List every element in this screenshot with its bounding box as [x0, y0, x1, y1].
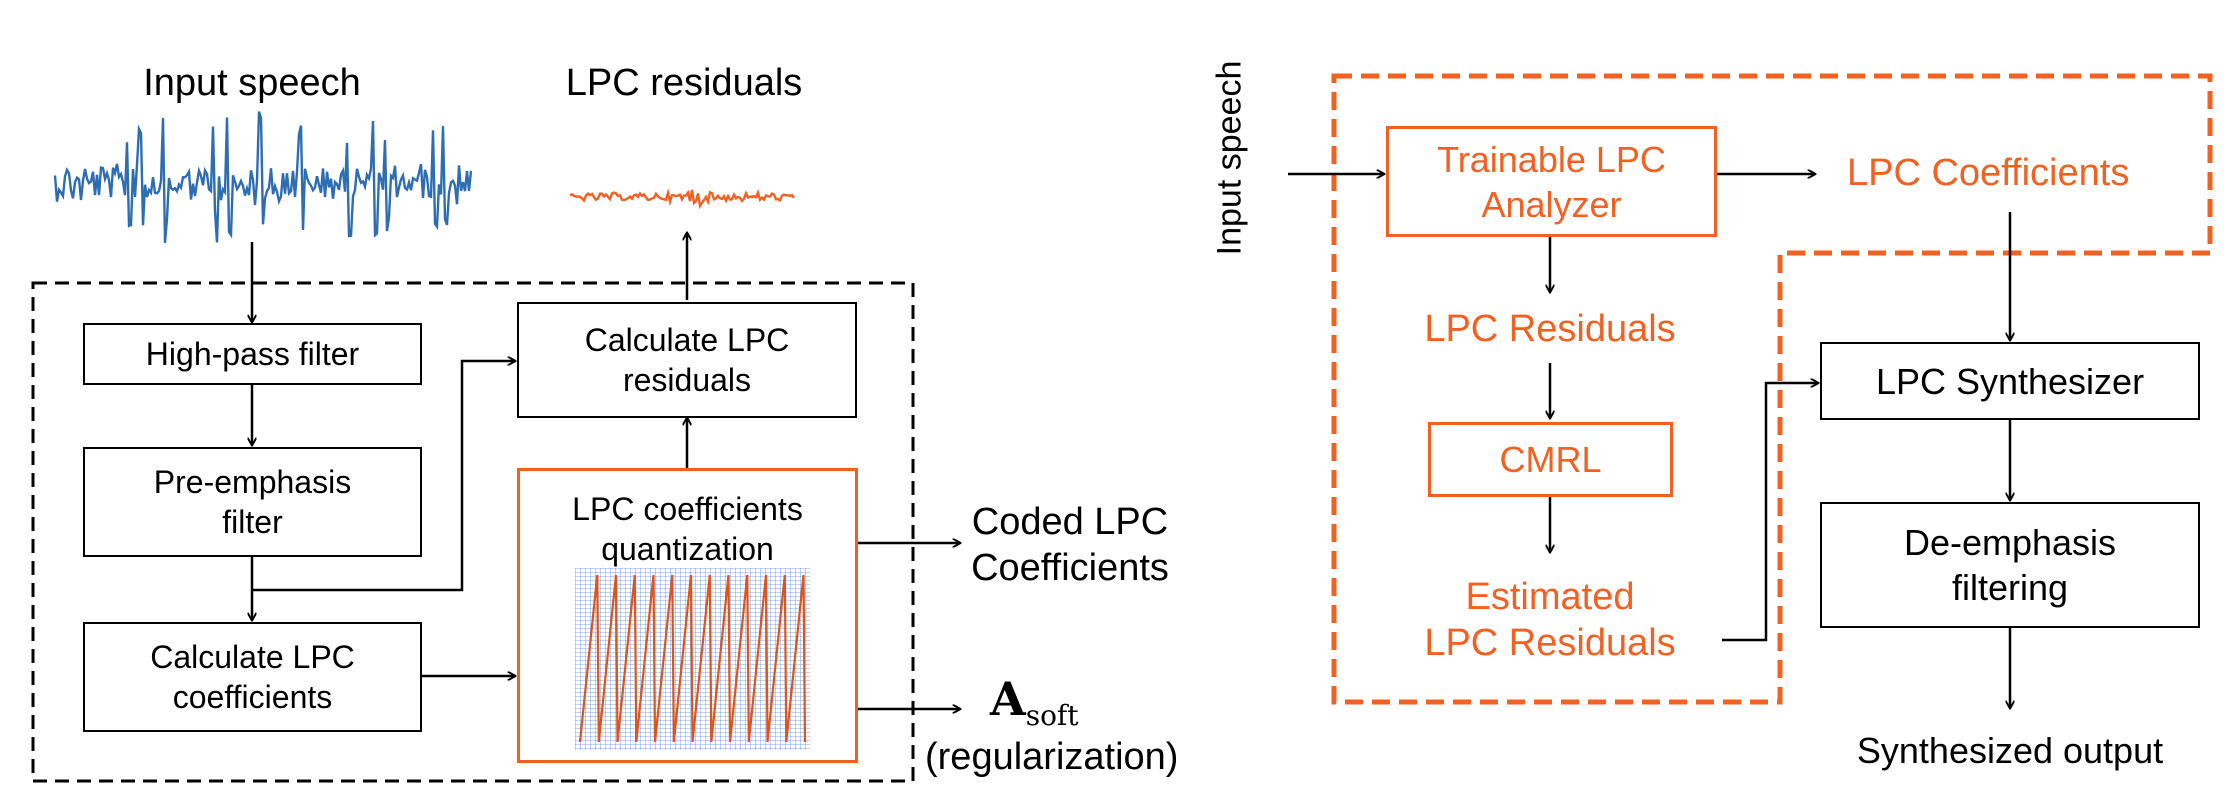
- processing-block-boundary: [31, 281, 915, 783]
- estimated-lpc-residuals-label: Estimated LPC Residuals: [1424, 575, 1675, 666]
- input-speech-vertical-label: Input speech: [1210, 60, 1249, 256]
- deemph-line1: De-emphasis: [1903, 522, 2117, 563]
- a-soft-subscript: soft: [1025, 699, 1079, 732]
- estimated-line1: Estimated: [1465, 576, 1635, 618]
- pre-emphasis-line1: Pre-emphasis: [153, 464, 352, 500]
- trainable-line1: Trainable LPC: [1437, 138, 1666, 180]
- trainable-line2: Analyzer: [1481, 183, 1622, 225]
- lpc-residuals-label-right: LPC Residuals: [1424, 308, 1676, 350]
- quantization-sawtooth: [578, 574, 807, 743]
- quant-line2: quantization: [601, 531, 774, 567]
- arrow-preemph-to-calcresid: [252, 361, 515, 592]
- calc-resid-line1: Calculate LPC: [584, 322, 790, 358]
- cmrl-label: CMRL: [1499, 439, 1602, 480]
- input-speech-label: Input speech: [143, 62, 361, 104]
- cmrl-box: CMRL: [1428, 422, 1673, 497]
- estimated-line2: LPC Residuals: [1424, 621, 1676, 664]
- calc-coeff-line2: coefficients: [172, 679, 333, 715]
- pre-emphasis-line2: filter: [222, 504, 283, 540]
- coded-line2: Coefficients: [971, 546, 1169, 589]
- quant-line1: LPC coefficients: [572, 491, 803, 527]
- high-pass-filter-box: High-pass filter: [83, 323, 422, 385]
- synthesized-output-label: Synthesized output: [1856, 730, 2164, 771]
- a-soft-main: A: [990, 672, 1026, 726]
- calc-resid-line2: residuals: [622, 362, 752, 398]
- arrow-estimated-to-synth: [1722, 383, 1818, 642]
- deemph-line2: filtering: [1951, 567, 2069, 608]
- trainable-region-boundary: [1331, 73, 2213, 705]
- lpc-coefficients-output-label: LPC Coefficients: [1847, 152, 2130, 194]
- de-emphasis-filtering-box: De-emphasis filtering: [1820, 502, 2200, 628]
- calculate-lpc-residuals-box: Calculate LPC residuals: [517, 302, 857, 418]
- trainable-lpc-analyzer-box: Trainable LPC Analyzer: [1386, 126, 1717, 237]
- coded-lpc-coefficients-label: Coded LPC Coefficients: [971, 500, 1169, 591]
- regularization-label: (regularization): [925, 736, 1179, 778]
- coded-line1: Coded LPC: [971, 501, 1169, 543]
- lpc-residual-waveform: [569, 188, 795, 210]
- high-pass-filter-label: High-pass filter: [145, 336, 360, 372]
- lpc-coefficients-quantization-box: LPC coefficients quantization: [517, 468, 858, 763]
- pre-emphasis-filter-box: Pre-emphasis filter: [83, 447, 422, 557]
- lpc-residuals-label: LPC residuals: [565, 62, 803, 104]
- lpc-synthesizer-box: LPC Synthesizer: [1820, 342, 2200, 420]
- lpc-synthesizer-label: LPC Synthesizer: [1875, 360, 2145, 402]
- calculate-lpc-coefficients-box: Calculate LPC coefficients: [83, 622, 422, 732]
- input-speech-waveform: [53, 111, 473, 243]
- a-soft-symbol: Asoft: [990, 672, 1079, 732]
- calc-coeff-line1: Calculate LPC: [150, 639, 355, 675]
